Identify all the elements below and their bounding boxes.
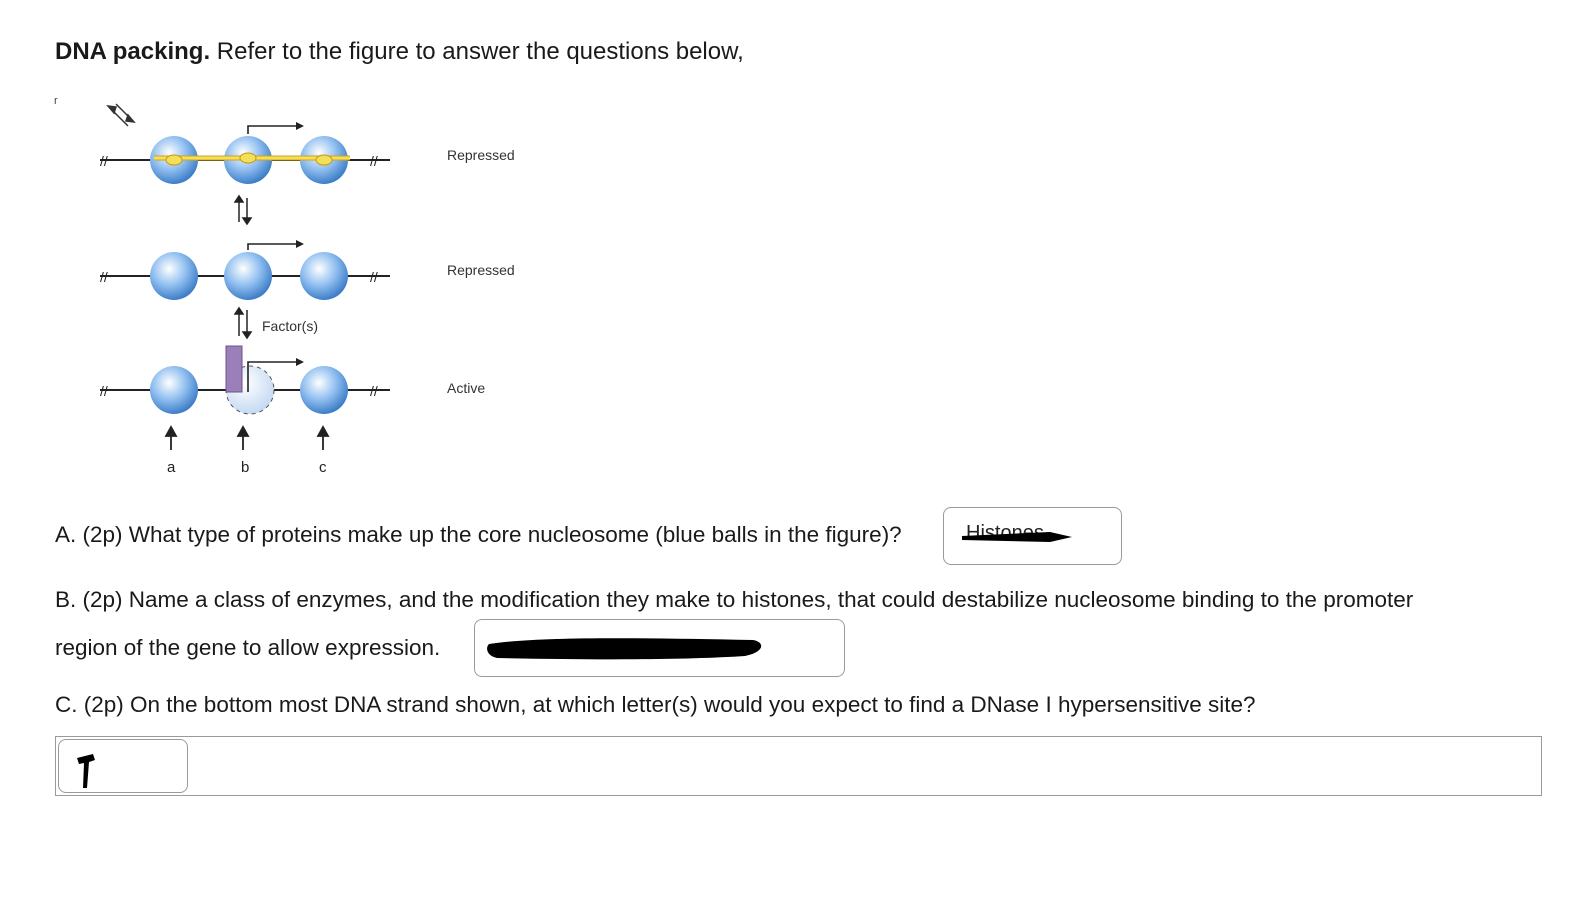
answer-b-field[interactable] (474, 619, 845, 677)
svg-text://: // (100, 153, 108, 169)
position-b: b (241, 459, 249, 476)
transcription-factor (225, 345, 243, 393)
redaction-scribble (962, 532, 1072, 542)
position-c: c (319, 459, 327, 476)
nucleosome (224, 252, 272, 300)
equilibrium-arrow-icon (233, 306, 253, 340)
position-a: a (167, 459, 176, 476)
answer-c-field[interactable] (58, 739, 188, 793)
cursor-mark-icon (77, 754, 95, 788)
strand-row-2: // // (100, 240, 390, 300)
question-b-line1: B. (2p) Name a class of enzymes, and the… (55, 587, 1414, 612)
row3-label: Active (447, 380, 485, 396)
title-rest: Refer to the figure to answer the questi… (210, 38, 744, 65)
strand-row-3: // // (100, 345, 390, 415)
nucleosome (300, 252, 348, 300)
row2-label: Repressed (447, 262, 515, 278)
row1-label: Repressed (447, 147, 515, 163)
strand-row-1: // // (100, 122, 390, 184)
svg-text://: // (370, 269, 378, 285)
nucleosome (150, 366, 198, 414)
svg-text://: // (100, 269, 108, 285)
answer-c-container (55, 736, 1542, 796)
answer-a-field[interactable]: Histones (943, 507, 1122, 565)
svg-text://: // (100, 383, 108, 399)
double-arrow-icon (106, 103, 136, 127)
page-title: DNA packing. Refer to the figure to answ… (55, 38, 744, 66)
svg-text://: // (370, 383, 378, 399)
equilibrium-arrow-icon (233, 194, 253, 226)
question-b-line2: region of the gene to allow expression. (55, 635, 441, 660)
dna-packing-figure: r // // Repressed // // Repressed (54, 95, 515, 476)
svg-text://: // (370, 153, 378, 169)
nucleosome (300, 366, 348, 414)
redaction-scribble (487, 638, 762, 660)
position-arrows (164, 425, 330, 450)
factors-label: Factor(s) (262, 318, 318, 334)
nucleosome (150, 252, 198, 300)
title-bold: DNA packing. (55, 38, 211, 65)
question-a: A. (2p) What type of proteins make up th… (55, 522, 902, 547)
stray-mark: r (54, 95, 58, 107)
question-c: C. (2p) On the bottom most DNA strand sh… (55, 692, 1256, 717)
